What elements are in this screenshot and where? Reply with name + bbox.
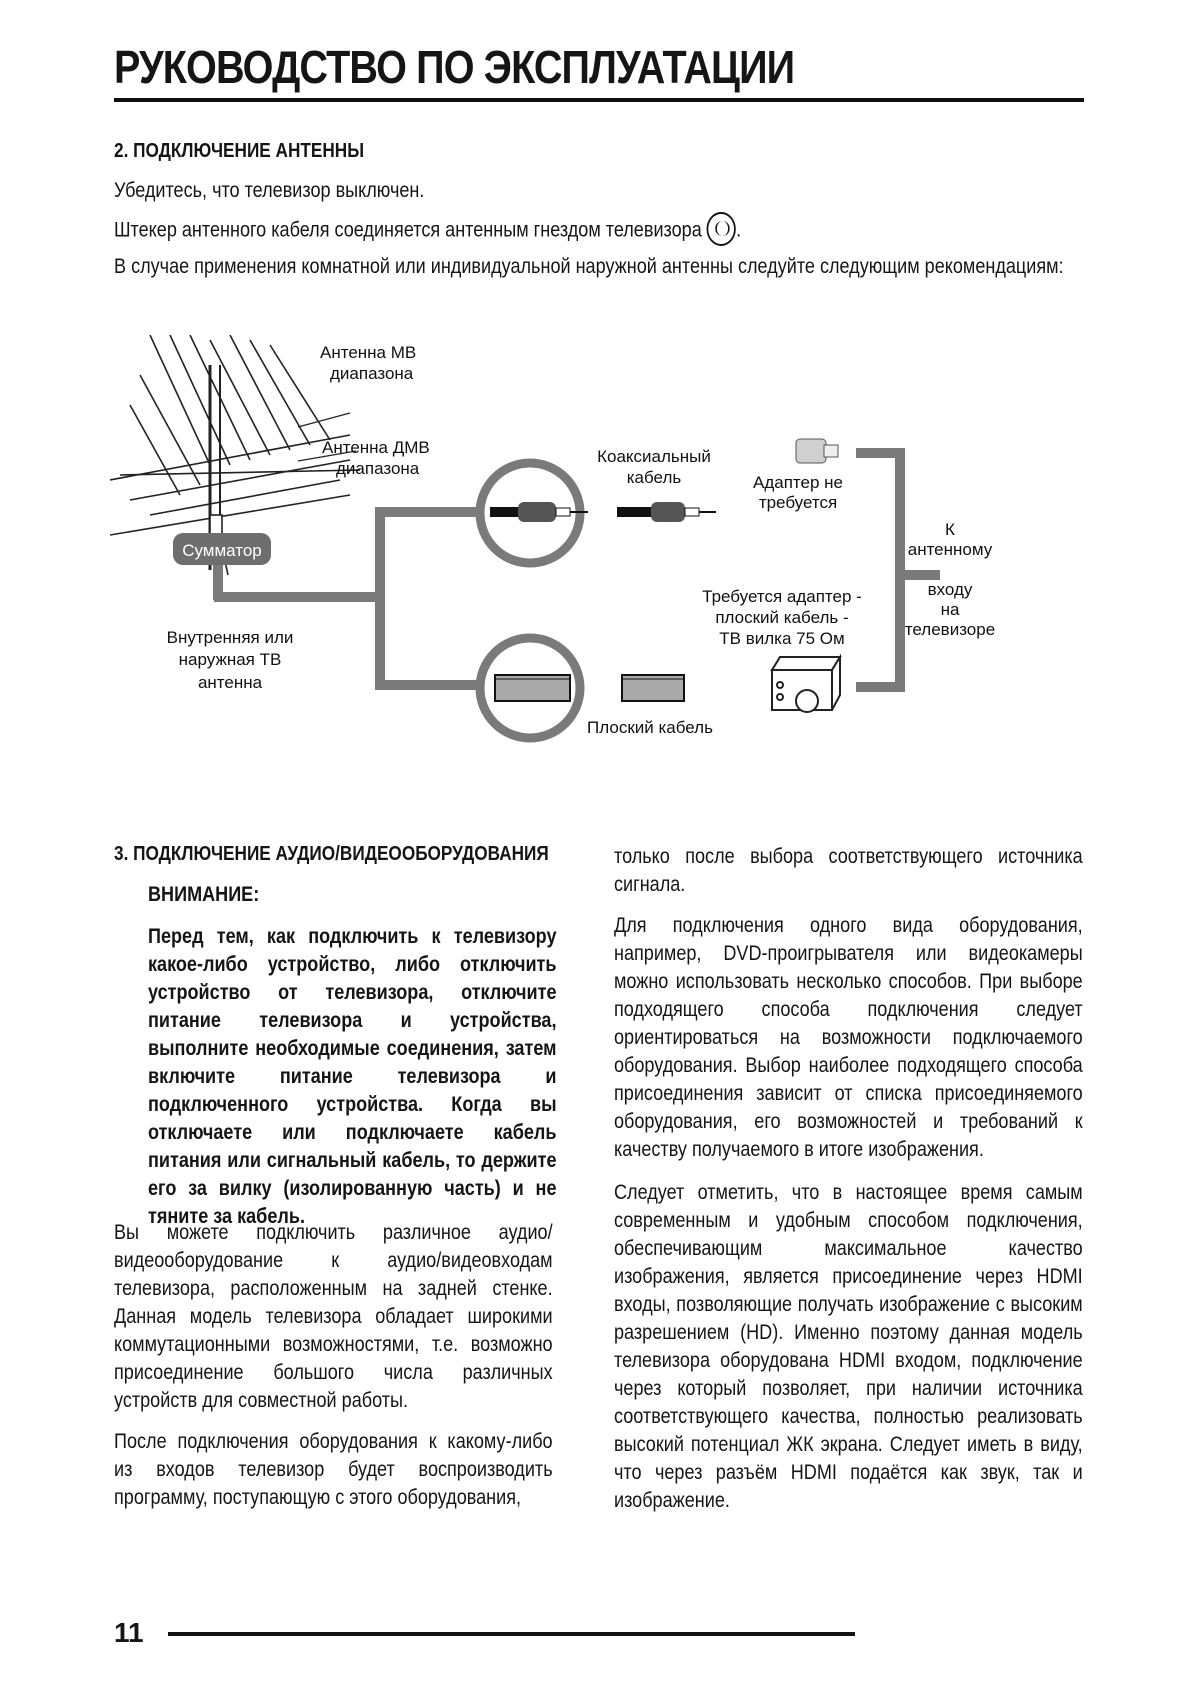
antenna-connection-diagram: Антенна МВ диапазона Антенна ДМВ диапазо…: [110, 335, 995, 743]
section3-left-p1: Вы можете подключить различное аудио/вид…: [114, 1221, 553, 1412]
indoor-antenna-label-2: наружная ТВ: [179, 650, 282, 669]
flat-cable-label: Плоский кабель: [587, 718, 713, 737]
section2-p3: В случае применения комнатной или индиви…: [114, 255, 1064, 278]
section2-p2-end: .: [736, 218, 742, 242]
plug-icon: [795, 438, 839, 464]
antenna-dmv-label-2: диапазона: [336, 459, 420, 478]
to-tv-label-4: на: [941, 600, 960, 619]
coax-cable-icon: [490, 502, 588, 522]
section3-left-p2: После подключения оборудования к какому-…: [114, 1430, 553, 1509]
connector-lines: [213, 448, 940, 692]
to-tv-label-1: К: [945, 520, 955, 539]
flat-cable-small-icon: [621, 674, 685, 702]
section2-p2: Штекер антенного кабеля соединяется анте…: [114, 212, 1086, 248]
antenna-icon: [110, 335, 361, 576]
section3-right-p1: только после выбора соответствующего ист…: [614, 845, 1083, 896]
page-number: 11: [114, 1617, 144, 1648]
section2-heading: 2. ПОДКЛЮЧЕНИЕ АНТЕННЫ: [114, 140, 365, 162]
section3-heading: 3. ПОДКЛЮЧЕНИЕ АУДИО/ВИДЕООБОРУДОВАНИЯ: [114, 843, 549, 865]
section2-p2-text: Штекер антенного кабеля соединяется анте…: [114, 218, 702, 242]
indoor-antenna-label-3: антенна: [198, 673, 263, 692]
coax-label-2: кабель: [627, 468, 682, 487]
need-adapter-label-3: ТВ вилка 75 Ом: [719, 629, 844, 648]
coax-label-1: Коаксиальный: [597, 447, 711, 466]
adapter-icon: [770, 653, 842, 713]
to-tv-label-5: телевизоре: [905, 620, 995, 639]
section3-right-p3: Следует отметить, что в настоящее время …: [614, 1181, 1083, 1512]
antenna-mv-label-1: Антенна МВ: [320, 343, 416, 362]
no-adapter-label-1: Адаптер не: [753, 473, 843, 492]
summator-label: Сумматор: [182, 541, 262, 560]
page-title: РУКОВОДСТВО ПО ЭКСПЛУАТАЦИИ: [114, 41, 795, 93]
label-leader-mv: [297, 412, 351, 428]
need-adapter-label-1: Требуется адаптер -: [702, 587, 862, 606]
section2-p1: Убедитесь, что телевизор выключен.: [114, 179, 425, 202]
label-leader-dmv: [297, 450, 357, 462]
antenna-mv-label-2: диапазона: [330, 364, 414, 383]
antenna-dmv-label-1: Антенна ДМВ: [322, 438, 430, 457]
antenna-socket-icon: [706, 212, 737, 246]
flat-cable-icon: [494, 674, 571, 702]
to-tv-label-3: входу: [928, 580, 973, 599]
no-adapter-label-2: требуется: [759, 493, 837, 512]
summator-icon: Сумматор: [173, 533, 271, 565]
need-adapter-label-2: плоский кабель -: [715, 608, 848, 627]
footer-rule: [168, 1632, 855, 1636]
coax-cable-small-icon: [617, 502, 716, 522]
section3-right-p2: Для подключения одного вида оборудования…: [614, 914, 1083, 1161]
title-rule: [114, 98, 1084, 102]
indoor-antenna-label-1: Внутренняя или: [167, 628, 294, 647]
warning-title: ВНИМАНИЕ:: [148, 883, 260, 906]
to-tv-label-2: антенному: [908, 540, 993, 559]
warning-text: Перед тем, как подключить к телевизору к…: [148, 925, 557, 1228]
